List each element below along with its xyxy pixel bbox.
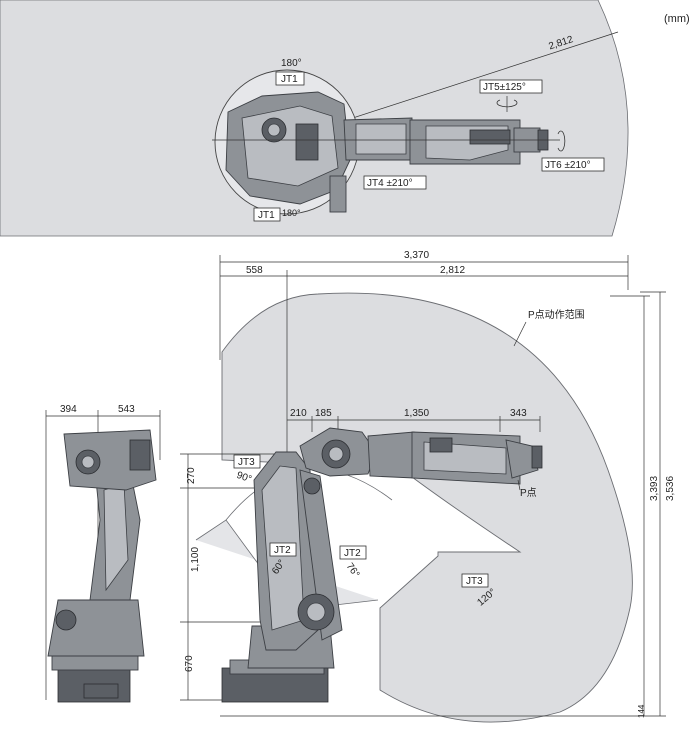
height-670-dim: 670: [184, 655, 195, 672]
jt2-left-box: [269, 542, 297, 557]
jt1-bottom-label: JT1: [258, 210, 275, 221]
jt6-rotation-icon: [557, 130, 566, 152]
jt3-upper-box: [233, 454, 261, 469]
jt4-label: JT4 ±210°: [367, 178, 413, 189]
jt2-right-angle: 76°: [344, 561, 362, 580]
jt5-label: JT5±125°: [483, 82, 526, 93]
rear-reach-dim: 558: [246, 265, 263, 276]
top-view: 2,812 180° JT1 JT1 180° JT4 ±21: [0, 0, 690, 237]
jt2-right-box: [339, 545, 367, 560]
jt1-bottom-box: [253, 207, 281, 222]
jt3-upper-label: JT3: [238, 457, 255, 468]
arm-1350-dim: 1,350: [404, 408, 429, 419]
jt5-box: [479, 79, 543, 94]
jt1-bottom-angle: 180°: [282, 208, 301, 218]
arm-185-dim: 185: [315, 408, 332, 419]
side-view: 3,370 558 2,812 3,393 3,536 144 270 1,10…: [180, 250, 676, 723]
front-right-width-dim: 543: [118, 404, 135, 415]
p-range-label: P点动作范围: [528, 308, 585, 321]
jt6-label: JT6 ±210°: [545, 160, 591, 171]
base-144-dim: 144: [637, 704, 646, 718]
p-point-envelope: [221, 292, 633, 723]
jt1-top-label: JT1: [281, 74, 298, 85]
jt1-top-angle: 180°: [281, 58, 302, 69]
front-left-width-dim: 394: [60, 404, 77, 415]
jt3-upper-angle: 90°: [235, 470, 253, 486]
total-width-dim: 3,370: [404, 250, 429, 261]
p-point-label: P点: [520, 487, 537, 499]
jt1-top-box: [275, 71, 305, 86]
height-270-dim: 270: [186, 467, 197, 484]
arm-210-dim: 210: [290, 408, 307, 419]
jt2-left-label: JT2: [274, 545, 291, 556]
jt2-right-label: JT2: [344, 548, 361, 559]
units-label: (mm): [664, 13, 690, 25]
top-robot-body: [212, 91, 560, 213]
jt3-lower-box: [461, 573, 489, 588]
jt3-lower-label: JT3: [466, 576, 483, 587]
jt4-box: [363, 175, 427, 190]
front-view: 394 543: [45, 404, 161, 703]
front-reach-dim: 2,812: [440, 265, 465, 276]
jt6-box: [541, 157, 605, 172]
side-robot: [221, 427, 543, 703]
height-3393-dim: 3,393: [649, 476, 660, 501]
height-3536-dim: 3,536: [665, 476, 676, 501]
arm-343-dim: 343: [510, 408, 527, 419]
height-1100-dim: 1,100: [190, 547, 201, 572]
front-robot: [47, 429, 157, 703]
